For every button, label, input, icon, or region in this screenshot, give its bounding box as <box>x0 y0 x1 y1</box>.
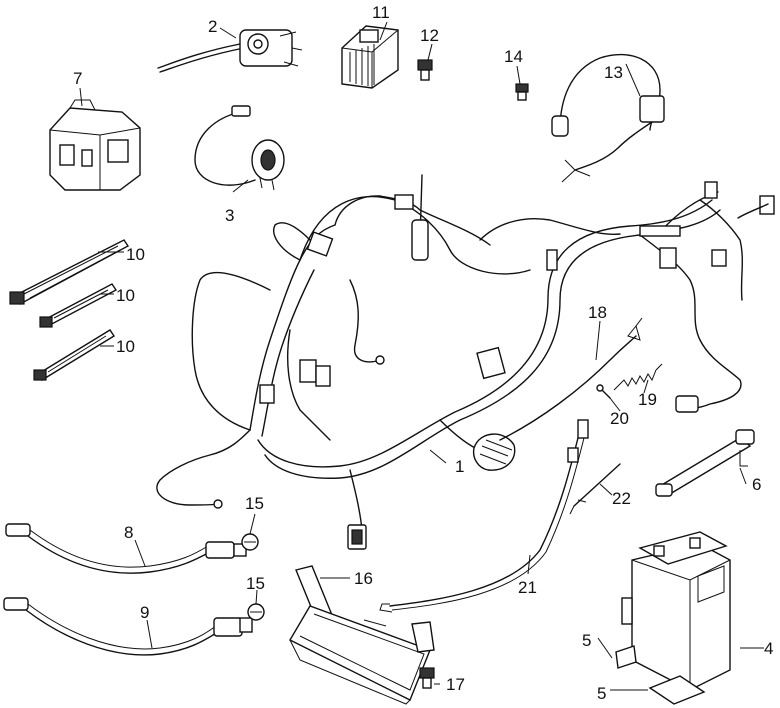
callout-2: 2 <box>208 17 217 36</box>
part-15-connector-upper <box>241 533 259 551</box>
callout-1: 1 <box>455 457 464 476</box>
callout-19: 19 <box>638 390 657 409</box>
part-7-relay-box <box>49 99 141 191</box>
callout-13: 13 <box>604 63 623 82</box>
part-8-cable <box>5 523 247 574</box>
callout-16: 16 <box>354 569 373 588</box>
callout-5-upper: 5 <box>582 631 591 650</box>
callout-17: 17 <box>446 675 465 694</box>
part-16-battery-tray <box>289 565 435 705</box>
part-4-battery <box>621 531 731 691</box>
part-22-rod <box>569 463 621 515</box>
callout-14: 14 <box>504 47 523 66</box>
part-15-connector-lower <box>247 603 265 621</box>
callout-7: 7 <box>73 69 82 88</box>
callout-9: 9 <box>140 603 149 622</box>
part-18-wire <box>499 317 643 441</box>
callout-10-top: 10 <box>126 245 145 264</box>
part-21-cable <box>379 419 589 613</box>
callout-15-lower: 15 <box>246 574 265 593</box>
callout-10-bottom: 10 <box>116 337 135 356</box>
part-11-regulator <box>341 25 399 89</box>
part-6-bracket <box>655 429 755 497</box>
part-9-cable <box>3 597 253 656</box>
part-14-screw <box>515 83 529 101</box>
callout-18: 18 <box>588 303 607 322</box>
callout-10-middle: 10 <box>116 286 135 305</box>
part-20-pin <box>596 384 611 399</box>
part-2-switch <box>157 29 303 73</box>
callout-11: 11 <box>372 3 390 22</box>
callout-22: 22 <box>612 489 631 508</box>
part-10-cable-ties <box>9 239 130 381</box>
part-1-main-harness <box>156 174 775 550</box>
part-3-coil <box>194 105 285 191</box>
part-12-bolt <box>417 59 433 81</box>
part-17-bolt <box>419 667 435 689</box>
callout-12: 12 <box>420 26 439 45</box>
callout-6: 6 <box>752 475 761 494</box>
part-5-pad-lower <box>648 675 706 705</box>
callout-21: 21 <box>518 578 537 597</box>
callout-5-lower: 5 <box>597 684 606 703</box>
callout-20: 20 <box>610 409 629 428</box>
callout-8: 8 <box>124 523 133 542</box>
callout-15-upper: 15 <box>245 494 264 513</box>
part-5-pad-upper <box>615 645 637 669</box>
leader-lines <box>79 21 764 691</box>
part-19-spring <box>613 363 663 391</box>
callout-labels: 1 2 3 4 5 5 6 7 8 9 10 10 10 11 12 13 14… <box>73 3 773 703</box>
callout-3: 3 <box>225 206 234 225</box>
part-13-sensor-harness <box>551 53 665 183</box>
callout-4: 4 <box>764 639 773 658</box>
